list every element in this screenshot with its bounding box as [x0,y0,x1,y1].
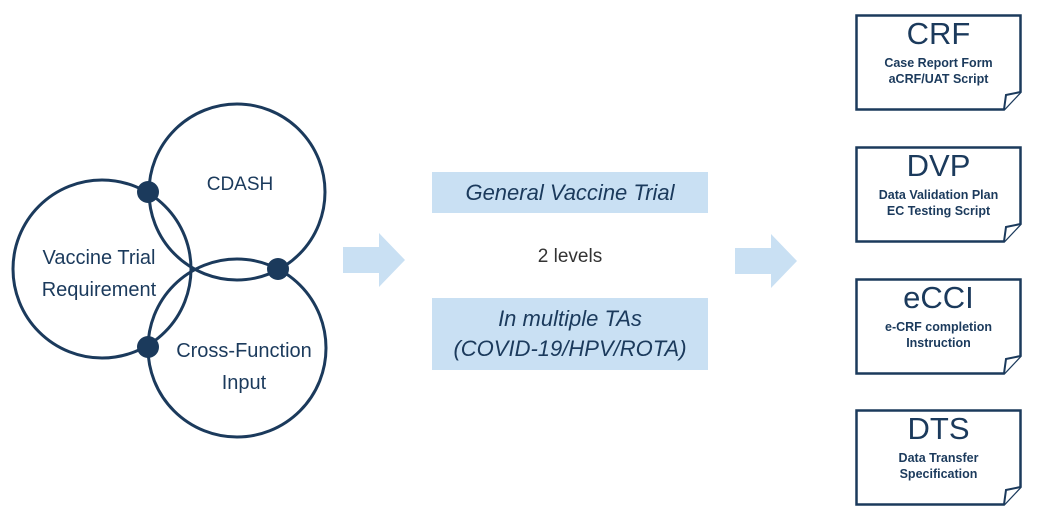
doc-title: CRF [906,16,971,51]
doc-subtitle-line1: Data Transfer [898,451,979,465]
doc-subtitle-line2: Instruction [906,336,971,350]
ecci-document: eCCI e-CRF completion Instruction [855,278,1022,375]
doc-subtitle: e-CRF completion Instruction [855,319,1022,351]
doc-subtitle: Data Transfer Specification [855,450,1022,482]
doc-subtitle: Case Report Form aCRF/UAT Script [855,55,1022,87]
right-arrow-icon [735,234,797,288]
cross-function-label-line2: Input [221,372,267,394]
levels-label: 2 levels [537,246,603,267]
general-vaccine-trial-band: General Vaccine Trial [432,172,708,213]
doc-subtitle-line1: Case Report Form [884,56,993,70]
vaccine-trial-label-line1: Vaccine Trial [42,247,156,269]
multiple-tas-band: In multiple TAs (COVID-19/HPV/ROTA) [432,298,708,370]
dvp-document: DVP Data Validation Plan EC Testing Scri… [855,146,1022,243]
doc-subtitle-line1: Data Validation Plan [878,188,999,202]
right-arrow-icon [343,233,405,287]
document-dogear-icon [855,146,1022,243]
multiple-tas-line2: (COVID-19/HPV/ROTA) [453,336,687,361]
vaccine-trial-label: Vaccine Trial Requirement [14,242,184,306]
intersection-dot [137,181,159,203]
doc-subtitle: Data Validation Plan EC Testing Script [855,187,1022,219]
intersection-dot [137,336,159,358]
multiple-tas-line1: In multiple TAs [498,306,642,331]
venn-diagram [11,102,328,439]
crf-document: CRF Case Report Form aCRF/UAT Script [855,14,1022,111]
doc-subtitle-line2: Specification [899,467,978,481]
doc-title: eCCI [903,280,974,315]
cdash-label: CDASH [206,174,274,195]
document-dogear-icon [855,278,1022,375]
cross-function-label: Cross-Function Input [165,335,323,399]
vaccine-trial-label-line2: Requirement [41,279,157,301]
doc-subtitle-line2: aCRF/UAT Script [888,72,989,86]
intersection-dot [267,258,289,280]
document-dogear-icon [855,14,1022,111]
doc-subtitle-line2: EC Testing Script [886,204,991,218]
cross-function-label-line1: Cross-Function [176,340,312,362]
doc-title: DTS [907,411,970,446]
doc-subtitle-line1: e-CRF completion [885,320,992,334]
dts-document: DTS Data Transfer Specification [855,409,1022,506]
document-dogear-icon [855,409,1022,506]
doc-title: DVP [906,148,971,183]
vaccine-trial-circle [11,178,193,360]
